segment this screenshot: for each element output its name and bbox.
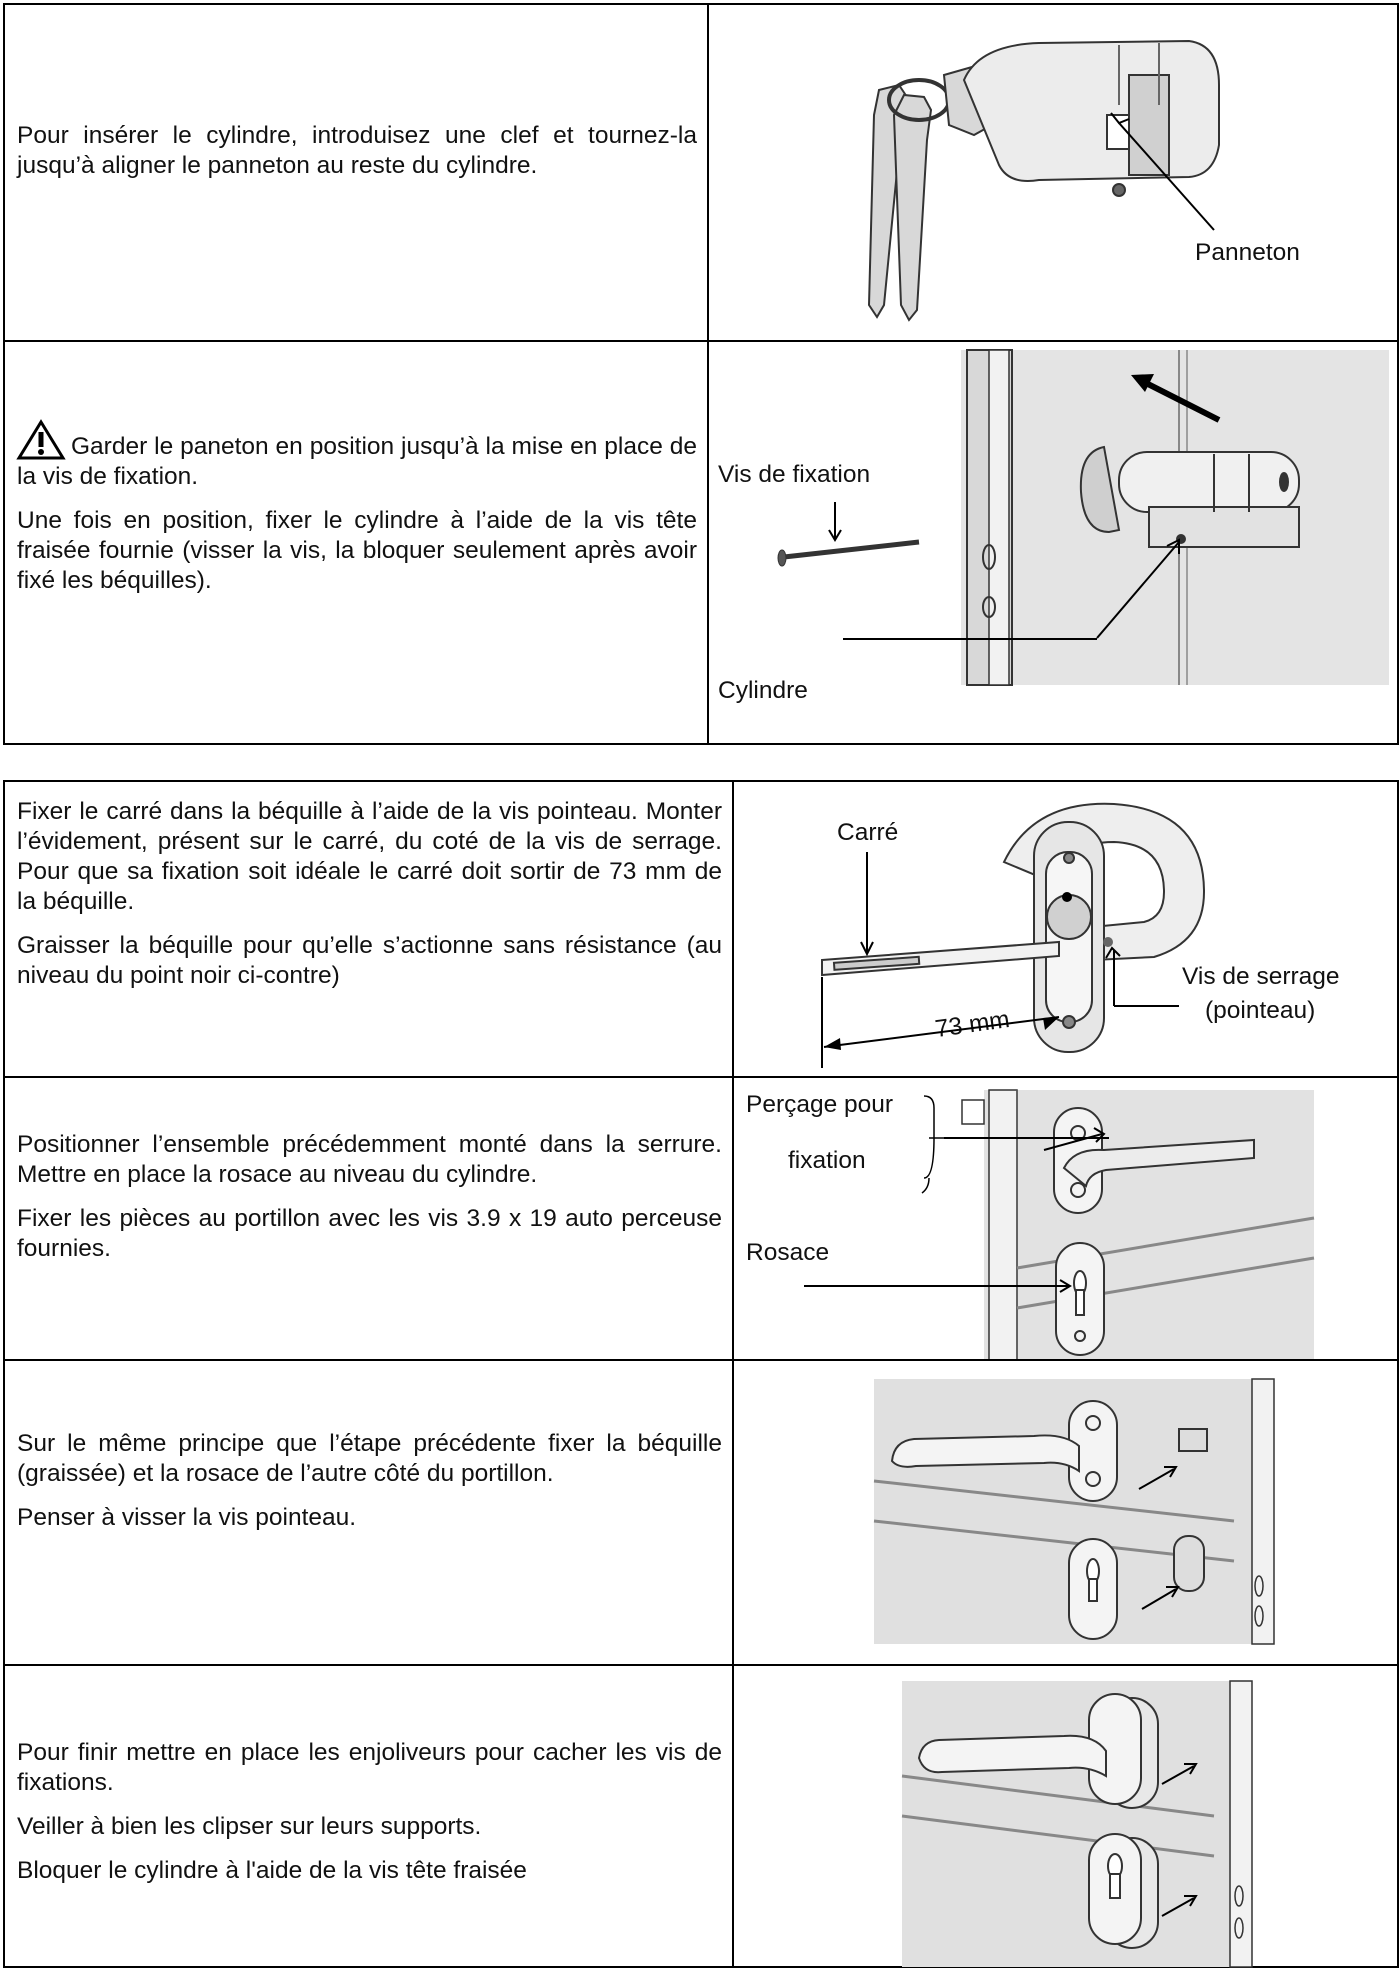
step-paragraph: Bloquer le cylindre à l'aide de la vis t… [17,1857,527,1884]
label-percage-fixation: fixation [788,1147,866,1174]
step-paragraph: Positionner l’ensemble précédemment mont… [17,1131,722,1188]
step-text-other-side: Sur le même principe que l’étape précéde… [17,1429,722,1547]
label-vis-serrage-pointeau: (pointeau) [1205,997,1316,1024]
label-vis-fixation: Vis de fixation [718,461,871,488]
instruction-table-1: Pour insérer le cylindre, introduisez un… [3,3,1399,745]
label-cylindre: Cylindre [718,677,808,704]
label-rosace: Rosace [746,1239,830,1266]
warning-triangle-icon [16,419,66,460]
instruction-table-2: Fixer le carré dans la béquille à l’aide… [3,780,1399,1968]
step-paragraph: Une fois en position, fixer le cylindre … [17,507,697,594]
step-paragraph: Sur le même principe que l’étape précéde… [17,1430,722,1487]
label-carre: Carré [837,819,899,846]
door-cylinder-illustration [777,349,1389,686]
step-text-enjoliveurs: Pour finir mettre en place les enjoliveu… [17,1738,722,1900]
step-paragraph: Fixer les pièces au portillon avec les v… [17,1205,722,1262]
warning-text: Garder le paneton en position jusqu’à la… [17,433,697,490]
step-text-rosace: Positionner l’ensemble précédemment mont… [17,1130,722,1278]
door-rosace-illustration [804,1089,1315,1361]
column-divider [732,782,734,1966]
label-percage: Perçage pour [746,1091,894,1118]
label-vis-serrage: Vis de serrage [1182,963,1340,990]
step-paragraph: Veiller à bien les clipser sur leurs sup… [17,1813,482,1840]
column-divider [707,5,709,743]
door-enjoliveurs-illustration [901,1680,1253,1968]
step-paragraph: Pour finir mettre en place les enjoliveu… [17,1739,722,1796]
handle-carre-illustration [821,802,1206,1068]
door-other-side-illustration [873,1378,1275,1645]
panneton-leader-line [1118,122,1215,231]
step-row-carre: Fixer le carré dans la béquille à l’aide… [5,782,1397,1076]
warning-paragraph: Garder le paneton en position jusqu’à la… [16,419,697,492]
step-text-carre: Fixer le carré dans la béquille à l’aide… [17,797,722,1005]
step-paragraph: Pour insérer le cylindre, introduisez un… [17,122,697,179]
label-panneton: Panneton [1195,239,1300,266]
step-text-insert-cylinder: Pour insérer le cylindre, introduisez un… [17,121,697,195]
step-row-other-side: Sur le même principe que l’étape précéde… [5,1359,1397,1664]
step-row-enjoliveurs: Pour finir mettre en place les enjoliveu… [5,1664,1397,1970]
step-paragraph: Penser à visser la vis pointeau. [17,1504,357,1531]
cylinder-keys-illustration [867,39,1220,322]
step-text-fix-cylinder: Garder le paneton en position jusqu’à la… [16,419,697,610]
step-row-fix-cylinder: Garder le paneton en position jusqu’à la… [5,340,1397,743]
grease-point-icon [1062,892,1072,902]
step-paragraph: Graisser la béquille pour qu’elle s’acti… [17,932,722,989]
cylinder-body [962,39,1220,197]
step-row-insert-cylinder: Pour insérer le cylindre, introduisez un… [5,5,1397,340]
step-paragraph: Fixer le carré dans la béquille à l’aide… [17,798,722,915]
step-row-rosace: Positionner l’ensemble précédemment mont… [5,1076,1397,1361]
screw-icon [777,539,920,567]
